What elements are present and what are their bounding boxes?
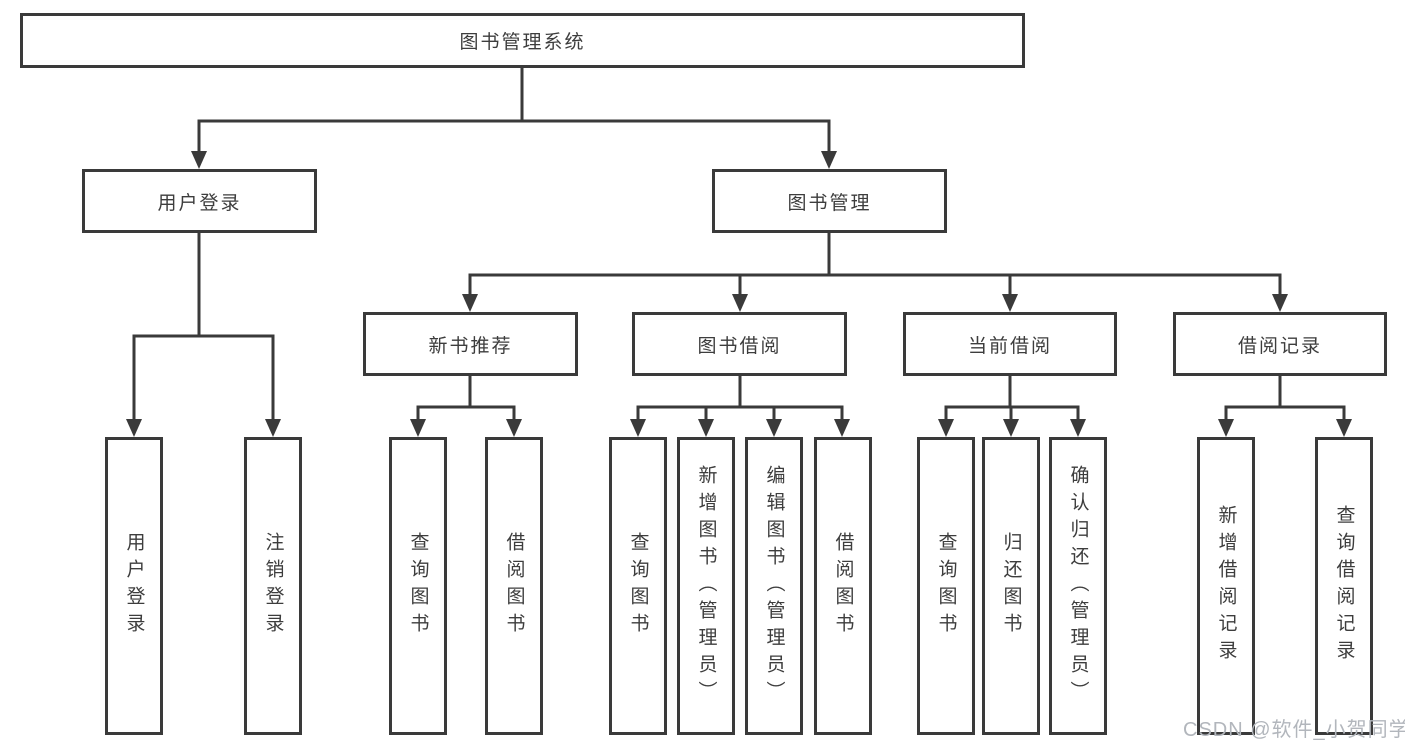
node-borrow-records: 借阅记录 xyxy=(1173,312,1387,376)
leaf-query-borrow-record: 查询借阅记录 xyxy=(1315,437,1373,735)
leaf-confirm-return-admin: 确认归还（管理员） xyxy=(1049,437,1107,735)
node-current-borrow: 当前借阅 xyxy=(903,312,1117,376)
leaf-user-login-label: 用户登录 xyxy=(123,532,145,640)
leaf-user-login: 用户登录 xyxy=(105,437,163,735)
node-user-login: 用户登录 xyxy=(82,169,317,233)
leaf-logout: 注销登录 xyxy=(244,437,302,735)
node-new-book-recommend: 新书推荐 xyxy=(363,312,578,376)
leaf-add-book-admin: 新增图书（管理员） xyxy=(677,437,735,735)
leaf-recommend-query-book-label: 查询图书 xyxy=(407,532,429,640)
leaf-edit-book-admin-label: 编辑图书（管理员） xyxy=(763,464,785,708)
arrowheads xyxy=(126,151,1352,437)
leaf-borrow-book: 借阅图书 xyxy=(814,437,872,735)
csdn-watermark: CSDN @软件_小贺同学 xyxy=(1183,719,1405,741)
leaf-return-book-label: 归还图书 xyxy=(1000,532,1022,640)
leaf-recommend-borrow-book-label: 借阅图书 xyxy=(503,532,525,640)
leaf-add-borrow-record: 新增借阅记录 xyxy=(1197,437,1255,735)
node-book-borrow: 图书借阅 xyxy=(632,312,847,376)
leaf-borrow-query-book-label: 查询图书 xyxy=(627,532,649,640)
leaf-confirm-return-admin-label: 确认归还（管理员） xyxy=(1067,464,1089,708)
leaf-edit-book-admin: 编辑图书（管理员） xyxy=(745,437,803,735)
leaf-borrow-query-book: 查询图书 xyxy=(609,437,667,735)
node-book-management-label: 图书管理 xyxy=(787,192,872,214)
node-borrow-records-label: 借阅记录 xyxy=(1237,335,1322,357)
node-book-management: 图书管理 xyxy=(712,169,947,233)
leaf-recommend-borrow-book: 借阅图书 xyxy=(485,437,543,735)
node-current-borrow-label: 当前借阅 xyxy=(967,335,1052,357)
node-user-login-label: 用户登录 xyxy=(157,192,242,214)
leaf-borrow-book-label: 借阅图书 xyxy=(832,532,854,640)
leaf-current-query-book-label: 查询图书 xyxy=(935,532,957,640)
leaf-query-borrow-record-label: 查询借阅记录 xyxy=(1333,505,1355,667)
node-new-book-recommend-label: 新书推荐 xyxy=(428,335,513,357)
leaf-recommend-query-book: 查询图书 xyxy=(389,437,447,735)
leaf-current-query-book: 查询图书 xyxy=(917,437,975,735)
node-root-label: 图书管理系统 xyxy=(459,32,586,53)
leaf-add-book-admin-label: 新增图书（管理员） xyxy=(695,464,717,708)
node-book-borrow-label: 图书借阅 xyxy=(697,335,782,357)
leaf-add-borrow-record-label: 新增借阅记录 xyxy=(1215,505,1237,667)
leaf-logout-label: 注销登录 xyxy=(262,532,284,640)
node-root: 图书管理系统 xyxy=(20,13,1025,68)
leaf-return-book: 归还图书 xyxy=(982,437,1040,735)
